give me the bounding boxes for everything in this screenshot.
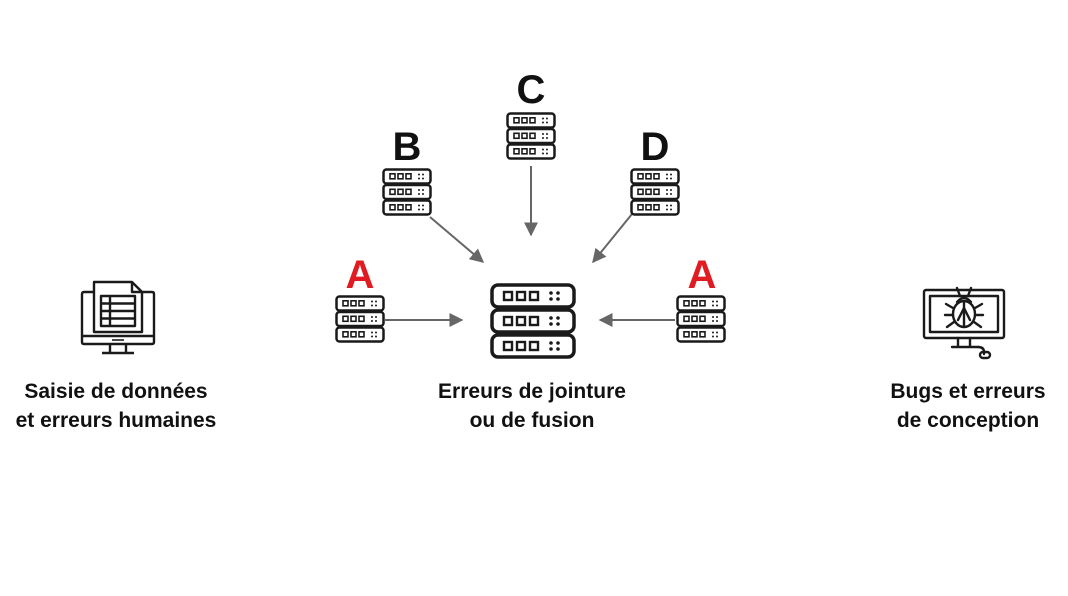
source-letter-d: D [640, 125, 670, 169]
label-left: Saisie de données et erreurs humaines [0, 377, 232, 435]
label-center-line2: ou de fusion [469, 409, 595, 432]
data-entry-form-monitor-icon [80, 280, 156, 355]
database-a-left-icon [335, 295, 385, 343]
label-center-line1: Erreurs de jointure [438, 380, 626, 403]
database-d-icon [630, 168, 680, 216]
source-letter-b: B [392, 125, 422, 169]
label-center: Erreurs de jointure ou de fusion [408, 377, 656, 435]
label-right: Bugs et erreurs de conception [868, 377, 1068, 435]
database-c-icon [506, 112, 556, 160]
arrow-d-to-center [592, 213, 633, 264]
source-letter-a-left: A [345, 253, 375, 297]
label-left-line2: et erreurs humaines [15, 409, 217, 432]
label-right-line2: de conception [896, 409, 1040, 432]
database-b-icon [382, 168, 432, 216]
bug-monitor-icon [922, 286, 1006, 360]
source-letter-c: C [516, 68, 546, 112]
label-right-line1: Bugs et erreurs [890, 380, 1046, 403]
database-a-right-icon [676, 295, 726, 343]
database-server-icon [490, 283, 576, 359]
source-letter-a-right: A [687, 253, 717, 297]
label-left-line1: Saisie de données [24, 380, 208, 403]
arrow-b-to-center [429, 216, 485, 263]
